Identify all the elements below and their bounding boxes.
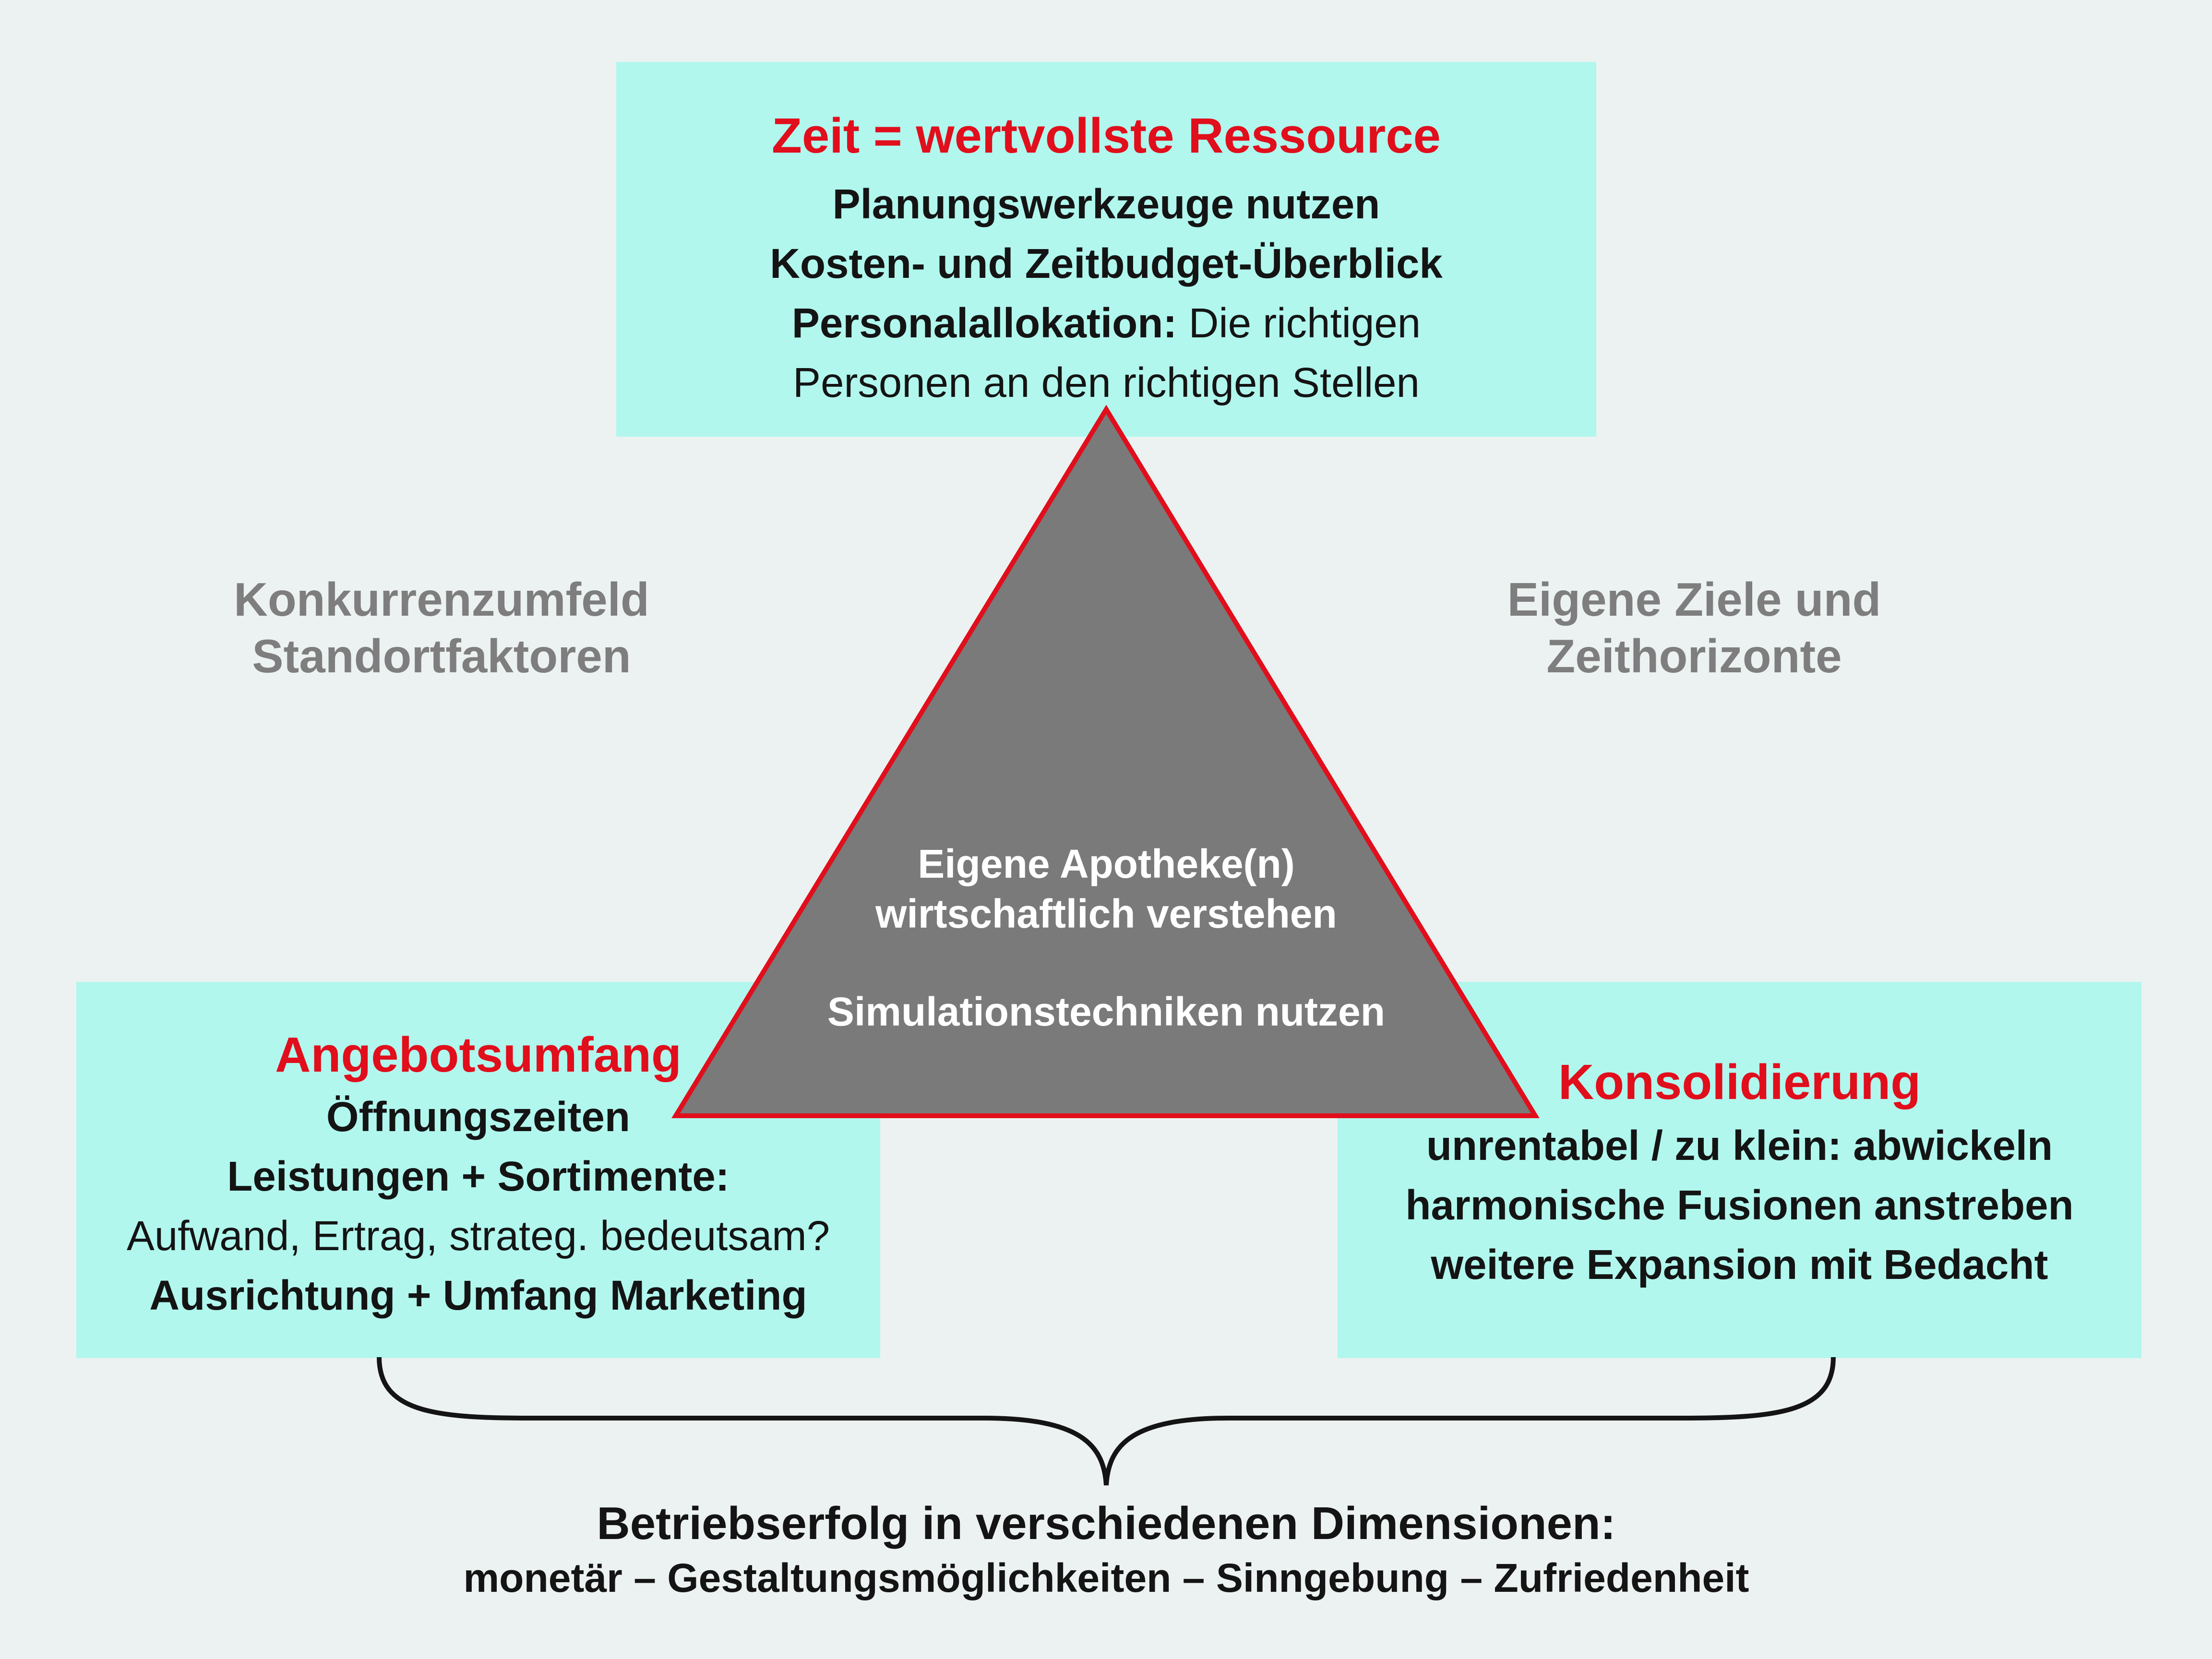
label-own-goals: Eigene Ziele und Zeithorizonte bbox=[1454, 571, 1934, 684]
top-line-3-bold: Personalallokation: bbox=[791, 300, 1177, 346]
goals-line-1: Eigene Ziele und bbox=[1507, 573, 1881, 626]
left-line-1: Öffnungszeiten bbox=[326, 1094, 631, 1140]
top-line-2: Kosten- und Zeitbudget-Überblick bbox=[770, 240, 1443, 287]
center-line-2: wirtschaftlich verstehen bbox=[875, 891, 1337, 936]
top-line-1: Planungswerkzeuge nutzen bbox=[832, 181, 1380, 227]
summary-brace bbox=[377, 1357, 1836, 1486]
center-line-1: Eigene Apotheke(n) bbox=[918, 841, 1295, 886]
footer-subtitle: monetär – Gestaltungsmöglichkeiten – Sin… bbox=[463, 1555, 1749, 1600]
label-competition: Konkurrenzumfeld Standortfaktoren bbox=[202, 571, 682, 684]
footer-title: Betriebserfolg in verschiedenen Dimensio… bbox=[597, 1498, 1616, 1549]
right-line-1: unrentabel / zu klein: abwickeln bbox=[1426, 1122, 2053, 1169]
center-triangle bbox=[671, 405, 1540, 1118]
center-text: Eigene Apotheke(n) wirtschaftlich verste… bbox=[770, 839, 1442, 1037]
heading-consolidation: Konsolidierung bbox=[1558, 1054, 1921, 1110]
top-line-4: Personen an den richtigen Stellen bbox=[793, 359, 1420, 406]
left-line-4: Ausrichtung + Umfang Marketing bbox=[149, 1272, 807, 1319]
goals-line-2: Zeithorizonte bbox=[1546, 630, 1842, 682]
heading-time: Zeit = wertvollste Ressource bbox=[772, 108, 1441, 163]
right-line-2: harmonische Fusionen anstreben bbox=[1405, 1182, 2074, 1229]
competition-line-1: Konkurrenzumfeld bbox=[234, 573, 649, 626]
top-line-3-rest: Die richtigen bbox=[1177, 300, 1421, 346]
center-line-3: Simulationstechniken nutzen bbox=[827, 989, 1386, 1034]
top-line-3: Personalallokation: Die richtigen bbox=[616, 294, 1596, 353]
left-line-2: Leistungen + Sortimente: bbox=[227, 1153, 729, 1200]
heading-offer: Angebotsumfang bbox=[275, 1027, 682, 1082]
right-line-3: weitere Expansion mit Bedacht bbox=[1431, 1241, 2048, 1288]
box-time-resource: Zeit = wertvollste Ressource Planungswer… bbox=[616, 62, 1596, 437]
competition-line-2: Standortfaktoren bbox=[252, 630, 631, 682]
left-line-3: Aufwand, Ertrag, strateg. bedeutsam? bbox=[126, 1213, 830, 1259]
